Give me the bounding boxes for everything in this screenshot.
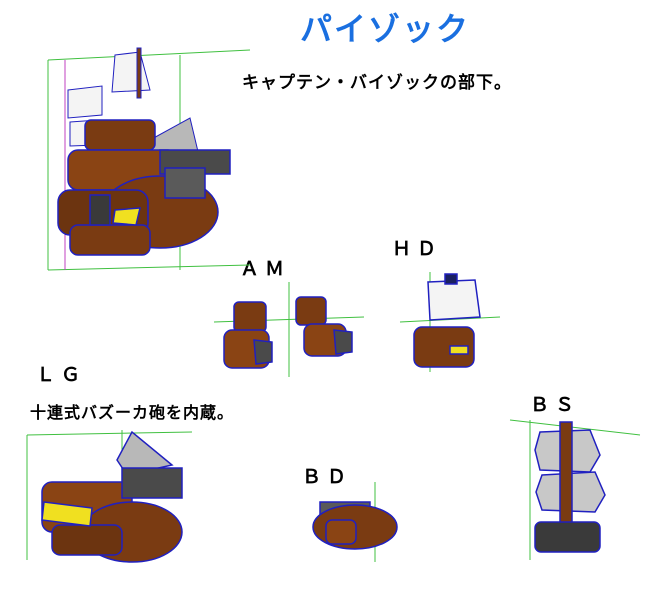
am-model-render — [213, 282, 365, 377]
part-label-bd: ＢＤ — [302, 466, 353, 488]
page-title: パイゾック — [300, 10, 471, 48]
part-label-lg: ＬＧ — [36, 364, 87, 386]
hd-model-render — [399, 272, 501, 372]
bs-model-render — [509, 419, 641, 560]
character-description: キャプテン・バイゾックの部下。 — [242, 73, 512, 93]
part-label-am: ＡＭ — [240, 258, 291, 280]
lg-model-render — [26, 430, 193, 563]
part-label-hd: ＨＤ — [392, 238, 443, 260]
bd-model-render — [312, 482, 398, 562]
part-description-lg: 十連式バズーカ砲を内蔵。 — [30, 403, 235, 422]
part-label-bs: ＢＳ — [530, 394, 581, 416]
full-model-render — [47, 47, 251, 271]
